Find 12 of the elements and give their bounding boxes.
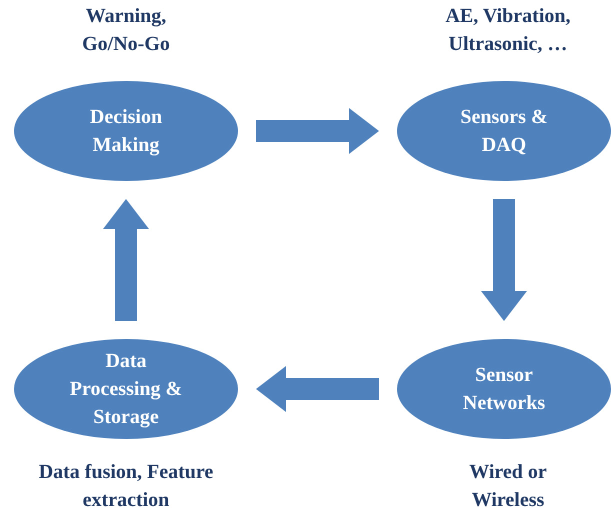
node-label: Sensor Networks — [462, 363, 546, 416]
block-arrow — [256, 108, 379, 154]
node-annotation: AE, Vibration, Ultrasonic, … — [444, 4, 572, 57]
node-annotation: Wired or Wireless — [468, 460, 548, 513]
block-arrow — [256, 366, 379, 412]
node-label: Data Processing & Storage — [68, 349, 184, 430]
node-annotation: Warning, Go/No-Go — [81, 4, 171, 57]
node-label: Sensors & DAQ — [459, 105, 549, 158]
block-arrow — [481, 199, 527, 321]
node-annotation: Data fusion, Feature extraction — [38, 460, 214, 513]
block-arrow — [103, 199, 149, 321]
node-label: Decision Making — [88, 105, 164, 158]
